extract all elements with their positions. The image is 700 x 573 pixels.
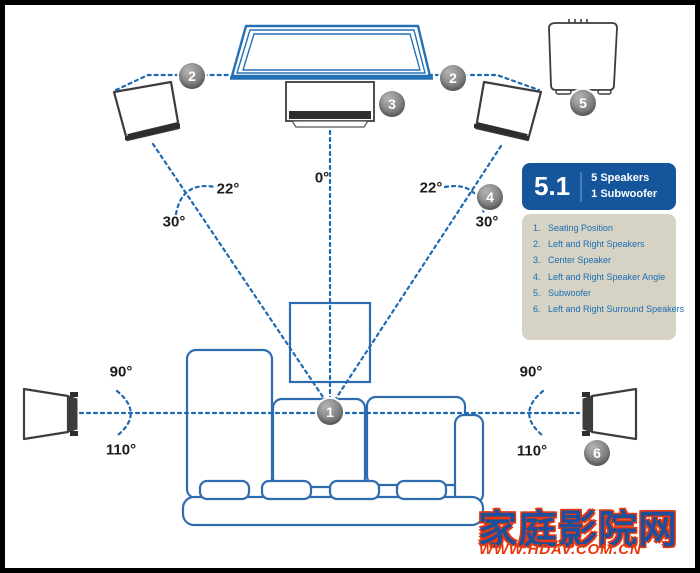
angle-label-surround-right-bottom: 110° <box>516 442 548 460</box>
legend-item-label: Center Speaker <box>548 255 612 266</box>
front-left-speaker-grille <box>127 122 179 140</box>
legend-item-number: 1. <box>533 223 541 233</box>
subwoofer-foot <box>555 89 572 95</box>
subwoofer-body <box>548 22 618 91</box>
angle-label-surround-left-top: 90° <box>109 363 133 381</box>
legend-item-label: Left and Right Speakers <box>548 239 645 250</box>
surround-left-speaker-grille <box>67 395 78 433</box>
legend-item-number: 5. <box>533 287 541 298</box>
angle-label-front-left-outer: 30° <box>162 213 186 231</box>
subwoofer <box>548 19 618 95</box>
angle-label-front-right-inner: 22° <box>419 179 443 197</box>
front-left-angle-line <box>151 142 329 405</box>
sofa-right-armrest <box>453 413 485 505</box>
legend-item: 1. Seating Position <box>522 223 676 239</box>
format-badge: 5.1 <box>534 171 571 201</box>
marker-seating-position: 1 <box>317 399 343 425</box>
subwoofer-top-ports <box>568 19 588 23</box>
marker-center-speaker: 3 <box>379 91 405 117</box>
legend-item: 2. Left and Right Speakers <box>522 239 676 255</box>
surround-right-speaker <box>582 387 638 441</box>
tv-screen <box>242 33 421 71</box>
surround-right-speaker-grille <box>582 395 593 433</box>
legend-item-label: Subwoofer <box>548 287 592 298</box>
sofa-cushion <box>198 479 251 501</box>
angle-label-front-left-inner: 22° <box>216 180 240 198</box>
legend-item-number: 6. <box>533 303 541 314</box>
legend-item-number: 3. <box>533 255 541 266</box>
subwoofer-foot <box>597 89 612 95</box>
legend-list: 1. Seating Position 2. Left and Right Sp… <box>522 214 684 340</box>
front-left-angle-arc <box>174 185 217 216</box>
sofa-middle-backrest <box>271 397 367 489</box>
sofa-left-backrest <box>185 348 274 500</box>
sofa-cushion <box>260 479 313 501</box>
angle-label-front-right-outer: 30° <box>475 213 499 231</box>
legend-item: 3. Center Speaker <box>522 255 676 271</box>
legend-item: 5. Subwoofer <box>522 288 676 304</box>
sofa-right-backrest <box>365 395 467 487</box>
angle-label-surround-left-bottom: 110° <box>105 441 137 459</box>
legend-item-label: Left and Right Speaker Angle <box>548 271 666 282</box>
legend-subwoofer-line: 1 Subwoofer <box>591 187 658 200</box>
front-left-speaker <box>112 80 181 142</box>
legend-item-label: Left and Right Surround Speakers <box>548 303 685 314</box>
marker-speaker-angle: 4 <box>477 184 503 210</box>
marker-front-right-speaker: 2 <box>440 65 466 91</box>
sofa <box>181 348 485 527</box>
legend-header: 5.1 5 Speakers 1 Subwoofer <box>522 163 676 210</box>
center-speaker-base <box>290 120 370 128</box>
angle-label-center-axis: 0° <box>314 169 330 187</box>
surround-left-speaker <box>22 387 78 441</box>
tv <box>230 24 433 80</box>
marker-front-left-speaker: 2 <box>179 63 205 89</box>
legend-item-number: 4. <box>533 271 541 282</box>
watermark-site-name: 家庭影院网 <box>478 509 679 552</box>
legend-summary: 5 Speakers 1 Subwoofer <box>591 171 657 203</box>
legend-speakers-line: 5 Speakers <box>591 171 650 184</box>
front-right-angle-line <box>331 144 503 405</box>
marker-surround-speaker: 6 <box>584 440 610 466</box>
legend-item-number: 2. <box>533 239 541 250</box>
legend-item-label: Seating Position <box>548 223 614 233</box>
legend-divider <box>580 171 583 202</box>
front-right-speaker <box>474 80 543 142</box>
front-right-angle-arc <box>443 185 486 216</box>
sofa-base <box>181 495 485 527</box>
legend-item: 6. Left and Right Surround Speakers <box>522 303 684 320</box>
watermark-site-url: WWW.HDAV.COM.CN <box>479 541 642 558</box>
front-right-speaker-grille <box>476 122 528 140</box>
sofa-cushion <box>328 479 381 501</box>
sofa-cushion <box>395 479 448 501</box>
angle-label-surround-right-top: 90° <box>519 363 543 381</box>
center-speaker-grille <box>289 111 371 119</box>
marker-subwoofer: 5 <box>570 90 596 116</box>
center-speaker <box>285 81 375 128</box>
legend-item: 4. Left and Right Speaker Angle <box>522 272 676 288</box>
tv-mid-frame <box>236 29 426 74</box>
